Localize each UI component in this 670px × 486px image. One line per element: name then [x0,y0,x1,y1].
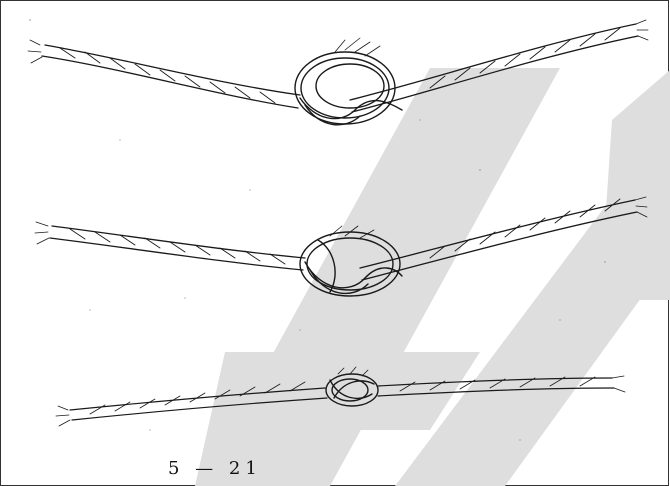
rope-left [28,40,300,108]
watermark-logo [195,68,670,486]
knot-loop [295,38,402,125]
figure-caption: 5 — 21 [168,458,262,480]
rope-left [35,222,305,270]
